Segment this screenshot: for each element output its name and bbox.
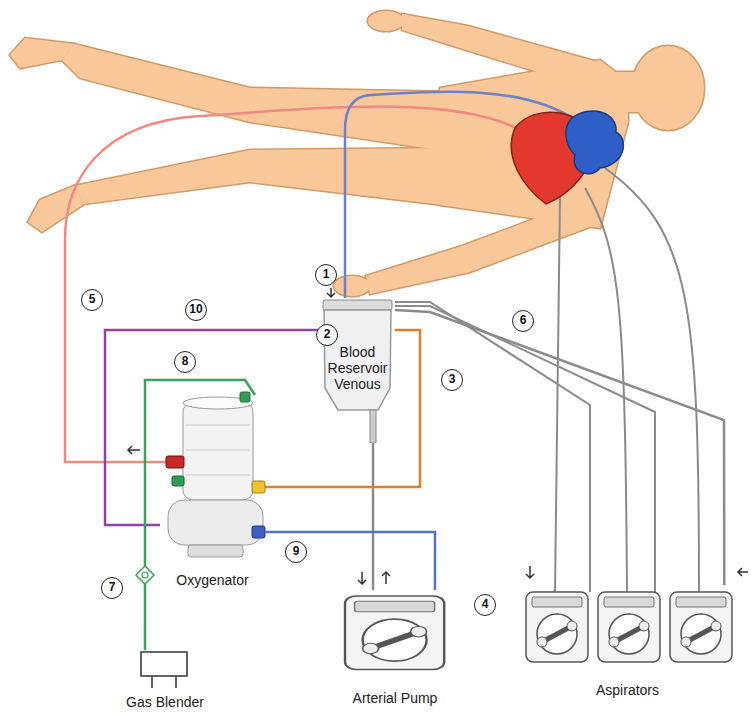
- device-box: Oxygenator: [160, 395, 265, 590]
- reservoir-body: [324, 310, 391, 410]
- heart-veins: [566, 111, 624, 174]
- aspirator-pump: [670, 592, 732, 662]
- flow-arrow: [358, 572, 366, 584]
- suction-line: [605, 168, 699, 592]
- illustration-part: [252, 526, 265, 538]
- reservoir-outlet: [370, 410, 376, 443]
- device-box: Blood Reservoir Venous: [320, 298, 395, 443]
- callout-number: 10: [185, 299, 207, 321]
- illustration-part: [172, 476, 184, 486]
- tubing-line: [105, 330, 320, 525]
- flow-arrows: [128, 288, 748, 584]
- callout-number: 6: [512, 310, 534, 332]
- patient-body: [10, 11, 704, 296]
- device-label: Gas Blender: [126, 694, 204, 710]
- illustration-part: [252, 481, 265, 493]
- flow-arrow: [382, 572, 390, 584]
- callout-number: 4: [474, 594, 496, 616]
- flow-arrow: [526, 566, 534, 578]
- callout-number: 7: [101, 577, 123, 599]
- illustration-part: [166, 456, 184, 468]
- gas-filter: [142, 572, 148, 578]
- device-label: Aspirators: [596, 682, 659, 698]
- callout-number: 1: [315, 264, 337, 286]
- flow-arrow: [128, 446, 140, 454]
- illustration-part: [240, 392, 250, 402]
- callout-number: 9: [285, 541, 307, 563]
- illustration-part: [175, 676, 177, 688]
- callout-number: 5: [81, 289, 103, 311]
- arterial-line: [65, 106, 520, 462]
- device-label: Oxygenator: [176, 572, 248, 588]
- return-line: [395, 302, 590, 592]
- tubing-line: [395, 310, 724, 585]
- arterial-pump: [345, 596, 444, 670]
- device-label: Blood Reservoir Venous: [325, 344, 391, 392]
- gas-blender: [141, 652, 187, 688]
- device-box: Gas Blender: [110, 650, 220, 712]
- aspirator-pump: [526, 592, 588, 662]
- tubing-line: [265, 532, 435, 590]
- illustration-part: [151, 676, 153, 688]
- illustration-part: [141, 652, 187, 676]
- callout-number: 8: [174, 351, 196, 373]
- illustration-part: [186, 425, 250, 426]
- illustration-part: [168, 500, 263, 545]
- device-label: Arterial Pump: [353, 690, 438, 706]
- flow-arrow: [738, 568, 748, 576]
- callout-number: 2: [316, 324, 338, 346]
- illustration-part: [183, 402, 253, 500]
- illustration-part: [188, 545, 243, 557]
- illustration-part: [186, 475, 250, 476]
- callout-number: 3: [441, 369, 463, 391]
- aspirator-pump: [598, 592, 660, 662]
- tubing-line: [372, 443, 375, 590]
- reservoir-lid: [323, 300, 392, 310]
- flow-arrow: [327, 288, 335, 297]
- oxygenator: [166, 392, 265, 557]
- illustration-part: [186, 450, 250, 451]
- patient-body: [10, 11, 704, 296]
- device-box: Aspirators: [520, 585, 735, 700]
- device-box: Arterial Pump: [335, 590, 455, 708]
- gas-filter: [136, 566, 154, 584]
- tubing-line: [145, 380, 255, 650]
- suction-line: [555, 195, 560, 592]
